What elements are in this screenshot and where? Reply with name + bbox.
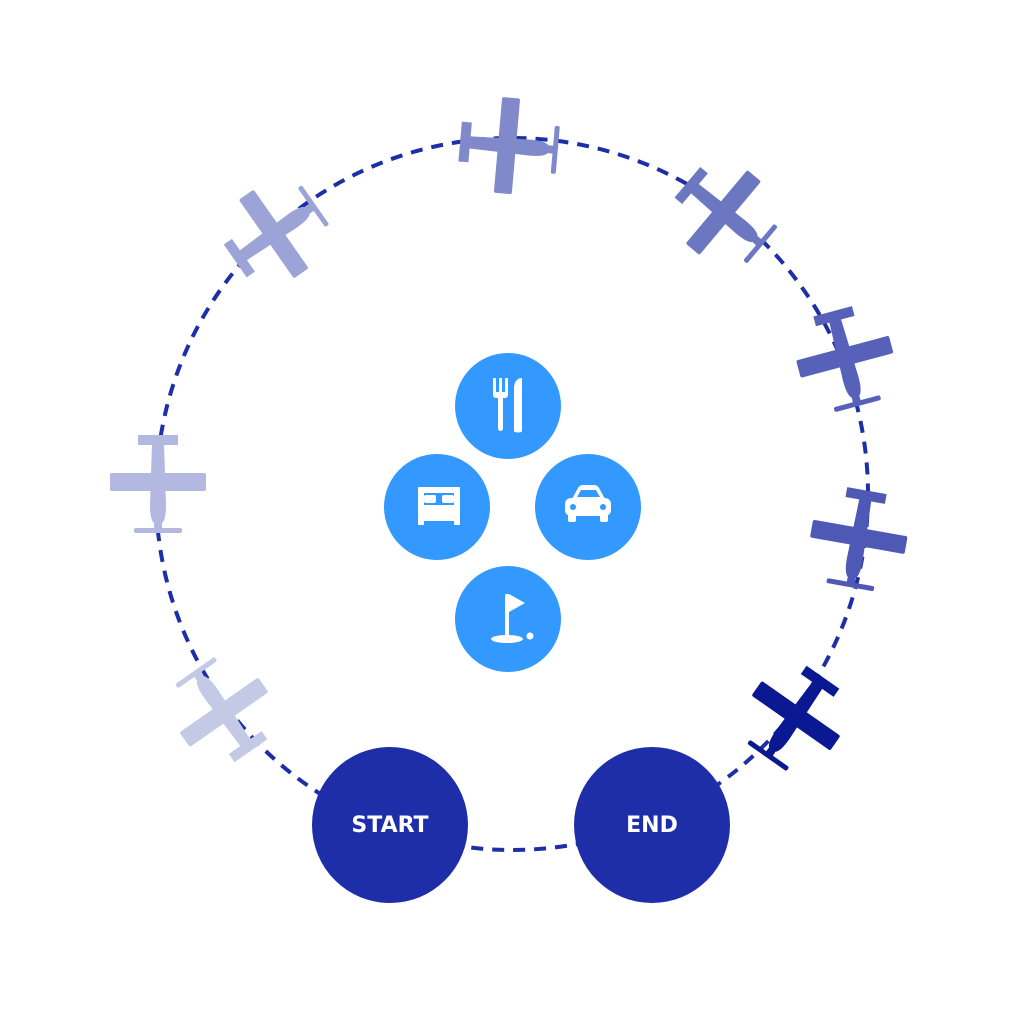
airplane-icon <box>656 145 794 283</box>
airplane-icon <box>727 649 863 786</box>
services-cluster <box>384 353 641 672</box>
start-node: START <box>312 747 468 903</box>
fork-knife-icon <box>493 378 522 433</box>
start-label: START <box>351 813 428 838</box>
service-lodging <box>384 454 490 560</box>
airplane-icon <box>155 642 291 779</box>
airplane-icon <box>786 298 905 419</box>
airplane-icon <box>455 93 562 198</box>
airplane-icon <box>110 435 206 533</box>
car-icon <box>565 485 611 522</box>
end-label: END <box>626 813 678 838</box>
golf-flag-icon <box>491 594 534 643</box>
service-dining <box>455 353 561 459</box>
service-car-rental <box>535 454 641 560</box>
service-golf <box>455 566 561 672</box>
bed-icon <box>418 487 460 525</box>
end-node: END <box>574 747 730 903</box>
